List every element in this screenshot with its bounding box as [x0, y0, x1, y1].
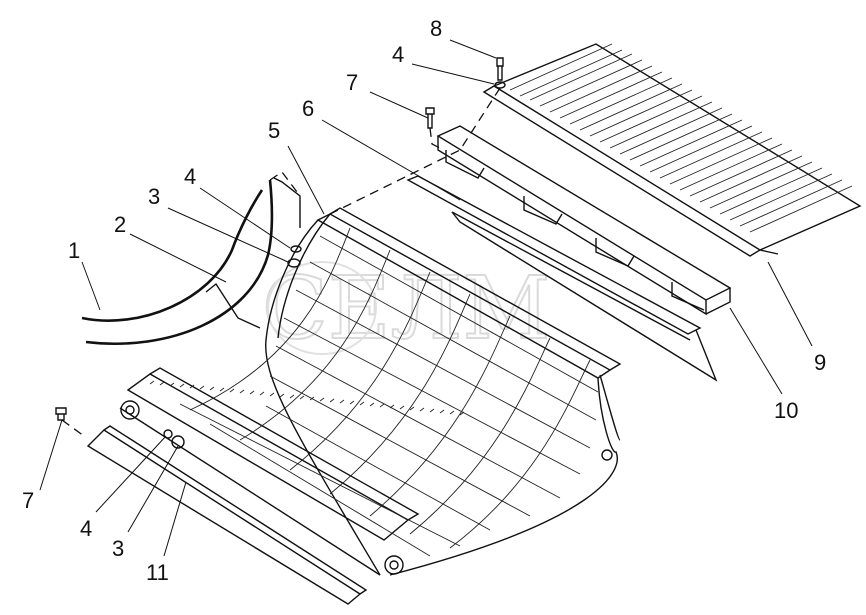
part-9-wire-comb	[482, 43, 862, 257]
callout-9: 9	[814, 350, 826, 375]
watermark-logo: СЕЛМ	[261, 258, 551, 360]
fasteners	[55, 57, 506, 449]
part-2-side-plate	[205, 177, 301, 329]
leader-lines	[39, 39, 813, 557]
part-5-concave-grate	[119, 207, 622, 576]
assembly-lines	[61, 87, 501, 437]
callout-labels: 1 2 3 4 5 6 7 4 8 9 10 7 4 3 11	[22, 16, 826, 585]
callout-3: 3	[148, 184, 160, 209]
callout-11: 11	[146, 560, 169, 585]
callout-7: 7	[346, 70, 358, 95]
part-1-curved-strip	[81, 179, 274, 346]
part-6-angle-plate	[406, 175, 718, 382]
callout-4: 4	[184, 164, 196, 189]
callout-3: 3	[112, 536, 124, 561]
callout-1: 1	[68, 238, 80, 263]
callout-10: 10	[774, 398, 798, 423]
callout-5: 5	[268, 118, 280, 143]
watermark-text: СЕЛМ	[262, 259, 550, 359]
callout-6: 6	[302, 96, 314, 121]
callout-7: 7	[22, 488, 34, 513]
part-10-channel-beam	[436, 125, 732, 316]
callout-4: 4	[392, 42, 404, 67]
callout-2: 2	[114, 212, 126, 237]
callout-8: 8	[430, 16, 442, 41]
callout-4: 4	[80, 516, 92, 541]
part-11-cover-strip	[86, 425, 368, 605]
